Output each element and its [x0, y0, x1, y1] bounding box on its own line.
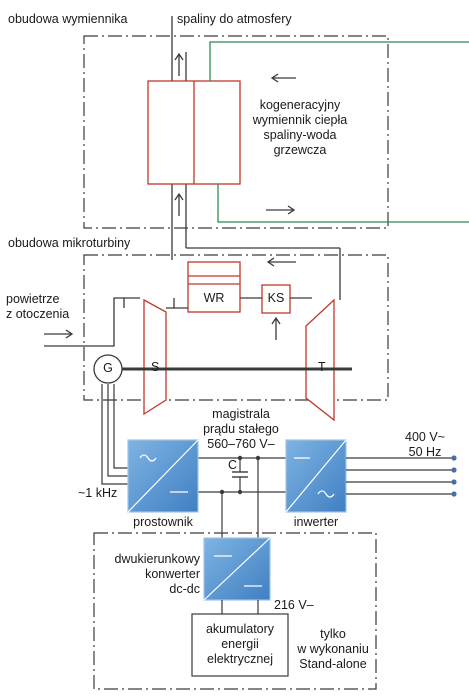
capacitor-label: C [228, 458, 238, 472]
generator-g [93, 354, 123, 384]
dc-bus-label: magistrala prądu stałego 560–760 V– [186, 407, 296, 452]
left-arrow-icon [266, 257, 296, 267]
label-line: tylko [320, 627, 346, 641]
exhaust-label: spaliny do atmosfery [177, 12, 292, 26]
label-line: w wykonaniu [297, 642, 369, 656]
cogeneration-exchanger-label: kogeneracyjny wymiennik ciepła spaliny-w… [250, 98, 350, 158]
label-line: Stand-alone [299, 657, 367, 671]
standalone-note: tylko w wykonaniu Stand-alone [288, 627, 378, 672]
turbine-housing-label: obudowa mikroturbiny [8, 236, 131, 250]
water-supply-line [217, 184, 469, 223]
inverter-label: inwerter [293, 515, 339, 529]
ac-output-label: 400 V~ 50 Hz [392, 430, 458, 460]
label-line: akumulatory [205, 622, 275, 636]
label-line: wymiennik ciepła [252, 113, 348, 127]
up-arrow-icon [174, 192, 184, 216]
rectifier-block [127, 439, 199, 513]
inverter-block [285, 439, 347, 513]
right-arrow-icon [266, 205, 296, 215]
dcdc-converter-block [203, 537, 271, 601]
water-return-line [209, 41, 469, 81]
label-line: elektrycznej [207, 652, 273, 666]
turbine-label: T [318, 360, 326, 374]
label-line: 560–760 V– [207, 437, 275, 451]
up-arrow-icon [174, 52, 184, 76]
label-line: dc-dc [169, 582, 200, 596]
label-line: konwerter [145, 567, 200, 581]
label-line: spaliny-woda [263, 128, 337, 142]
standalone-frame [93, 532, 377, 690]
label-line: prądu stałego [203, 422, 279, 436]
label-line: dwukierunkowy [114, 552, 200, 566]
combustion-chamber-label: KS [267, 291, 285, 305]
rectifier-label: prostownik [133, 515, 193, 529]
turbine-t [305, 298, 335, 422]
battery-box [191, 613, 289, 677]
up-arrow-icon [271, 316, 281, 340]
left-arrow-icon [270, 73, 296, 83]
battery-label: akumulatory energii elektrycznej [192, 622, 288, 667]
exchanger-housing-frame [83, 35, 389, 229]
label-line: z otoczenia [6, 307, 70, 321]
recuperator-label: WR [203, 291, 225, 305]
terminal-dots [451, 455, 457, 497]
label-line: 50 Hz [408, 445, 442, 459]
label-line: powietrze [6, 292, 60, 306]
air-intake-line [44, 297, 140, 347]
generator-label: G [103, 361, 113, 375]
turbine-housing-frame [83, 254, 389, 401]
exchanger-housing-label: obudowa wymiennika [8, 12, 128, 26]
recuperator-wr [187, 261, 241, 313]
label-line: energii [221, 637, 259, 651]
combustion-chamber-ks [261, 284, 291, 314]
ac-output-lines [346, 457, 452, 495]
battery-voltage-label: 216 V– [274, 598, 314, 612]
label-line: kogeneracyjny [259, 98, 341, 112]
dcdc-label: dwukierunkowy konwerter dc-dc [90, 552, 200, 597]
label-line: magistrala [212, 407, 270, 421]
compressor-s [143, 298, 167, 416]
label-line: 400 V~ [405, 430, 445, 444]
generator-frequency-label: ~1 kHz [78, 486, 118, 500]
right-arrow-icon [44, 329, 74, 339]
compressor-label: S [151, 360, 160, 374]
ambient-air-label: powietrze z otoczenia [6, 292, 69, 322]
label-line: grzewcza [273, 143, 327, 157]
